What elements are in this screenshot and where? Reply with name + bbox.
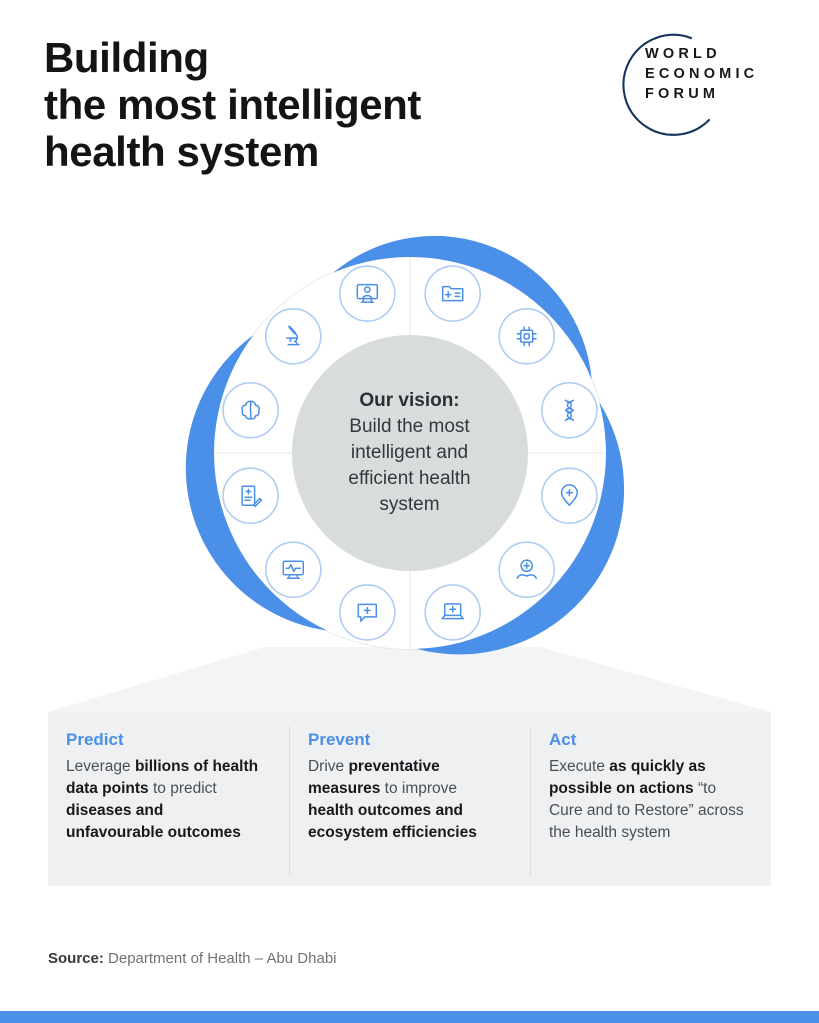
microscope-icon xyxy=(264,308,322,365)
logo-line: FORUM xyxy=(645,86,720,102)
arc-right xyxy=(416,402,624,655)
icon-ring xyxy=(221,265,598,641)
vision-center-disc xyxy=(291,335,528,571)
wef-logo-text: WORLD ECONOMIC FORUM xyxy=(619,38,775,104)
page-title: Building the most intelligent health sys… xyxy=(44,34,422,175)
pillar-text-prevent: Drive preventative measures to improve h… xyxy=(307,758,477,841)
pillar-prevent: Prevent Drive preventative measures to i… xyxy=(288,726,530,876)
bottom-accent-bar xyxy=(0,1011,819,1023)
vision-cycle-svg xyxy=(185,235,624,655)
vision-cycle-diagram: Our vision: Build the most intelligent a… xyxy=(170,213,650,693)
three-pillars-panel: Predict Leverage billions of health data… xyxy=(48,647,771,886)
digital-health-laptop-icon xyxy=(423,584,481,641)
health-location-pin-icon xyxy=(540,467,598,525)
rotation-arcs xyxy=(185,235,624,655)
pillar-heading-predict: Predict xyxy=(66,730,124,749)
source-line: Source: Department of Health – Abu Dhabi xyxy=(48,950,819,967)
source-value: Department of Health – Abu Dhabi xyxy=(108,950,337,967)
wef-logo: WORLD ECONOMIC FORUM xyxy=(619,33,775,148)
source-label: Source: xyxy=(48,950,104,967)
pillar-text-act: Execute as quickly as possible on action… xyxy=(548,758,744,841)
pillar-heading-prevent: Prevent xyxy=(307,730,371,749)
logo-line: ECONOMIC xyxy=(645,66,759,82)
panel-body: Predict Leverage billions of health data… xyxy=(48,712,771,886)
header: Building the most intelligent health sys… xyxy=(0,0,819,175)
brain-icon xyxy=(221,382,279,439)
dna-icon xyxy=(540,382,598,439)
quadrant-dividers xyxy=(213,257,606,649)
ai-chip-icon xyxy=(497,308,555,365)
pillar-act: Act Execute as quickly as possible on ac… xyxy=(529,726,771,876)
medical-records-folder-icon xyxy=(423,265,481,322)
arc-left xyxy=(185,335,327,631)
medical-chat-icon xyxy=(338,584,396,641)
pillar-text-predict: Leverage billions of health data points … xyxy=(66,758,259,841)
care-hands-icon xyxy=(497,541,555,599)
vitals-monitor-icon xyxy=(264,541,322,599)
wef-logo-arc-icon xyxy=(622,33,711,136)
logo-line: WORLD xyxy=(645,46,721,62)
pillar-heading-act: Act xyxy=(548,730,577,749)
arc-top xyxy=(332,235,592,380)
medical-form-pencil-icon xyxy=(221,467,279,525)
telemedicine-monitor-icon xyxy=(338,265,396,322)
pillar-predict: Predict Leverage billions of health data… xyxy=(48,726,289,876)
